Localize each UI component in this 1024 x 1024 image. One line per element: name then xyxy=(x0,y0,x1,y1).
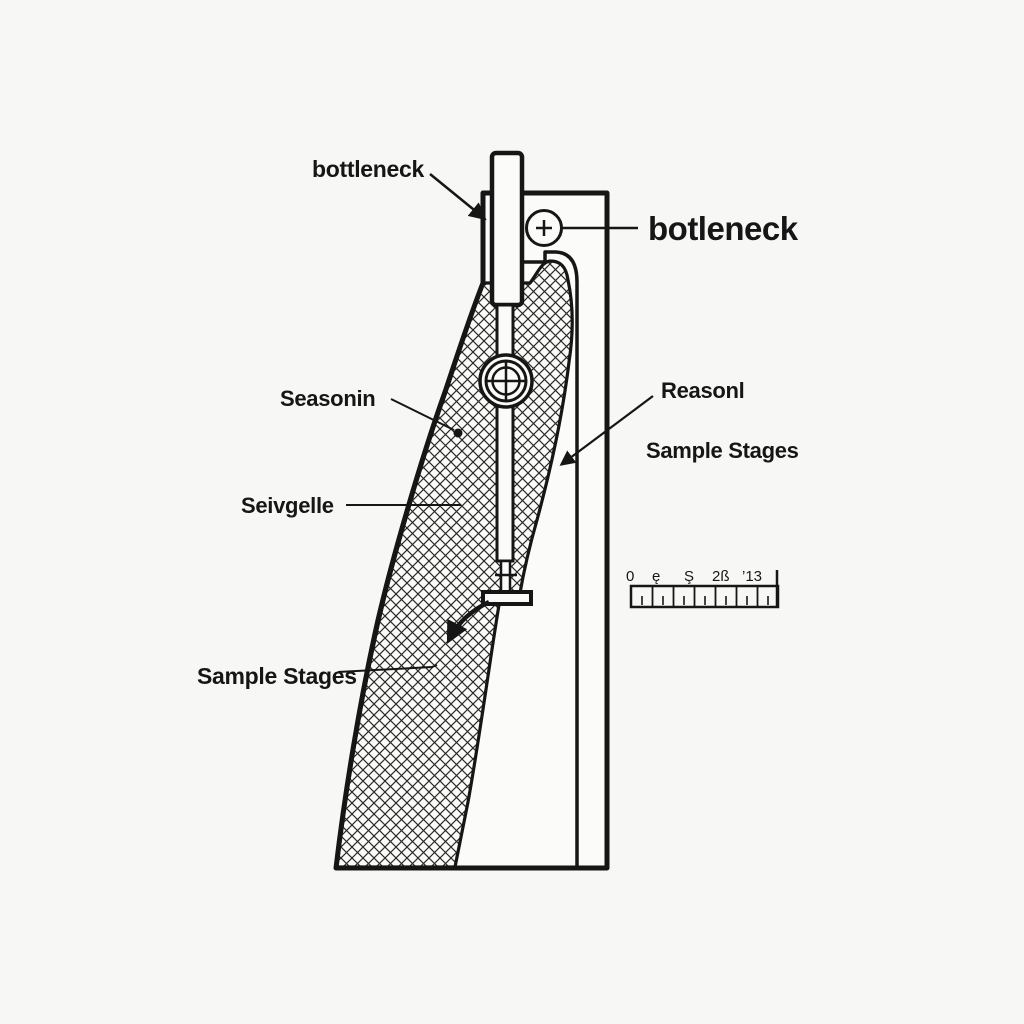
seasonin-leader xyxy=(390,398,463,438)
sample-stages-leader xyxy=(337,664,438,673)
probe-rod xyxy=(489,150,525,308)
label-bottleneck: bottleneck xyxy=(312,156,425,182)
label-botleneck-title: botleneck xyxy=(648,210,799,247)
inner-wall-line xyxy=(522,250,579,868)
reasonl-arrow xyxy=(559,395,654,466)
scale-tick-label: ’13 xyxy=(742,568,762,585)
scale-tick-label: 2ß xyxy=(712,568,730,585)
label-sample-stages-left: Sample Stages xyxy=(197,663,357,689)
foot-plate xyxy=(481,590,533,606)
dial-indicator-icon xyxy=(478,353,534,409)
spindle-shaft xyxy=(495,303,515,563)
stem xyxy=(499,559,512,595)
label-sample-stages-right: Sample Stages xyxy=(646,438,799,463)
scale-bar: 0 ę Ş 2ß ’13 xyxy=(626,568,780,609)
label-seivgelle: Seivgelle xyxy=(241,493,334,518)
label-seasonin: Seasonin xyxy=(280,386,375,411)
foot-curved-arrow xyxy=(446,599,490,644)
scale-tick-label: Ş xyxy=(684,568,694,585)
scale-tick-label: 0 xyxy=(626,568,634,585)
label-reasonl: Reasonl xyxy=(661,378,744,403)
bottleneck-arrow xyxy=(429,173,487,221)
datum-circle-plus-icon xyxy=(525,209,563,247)
scale-tick-label: ę xyxy=(652,568,660,585)
